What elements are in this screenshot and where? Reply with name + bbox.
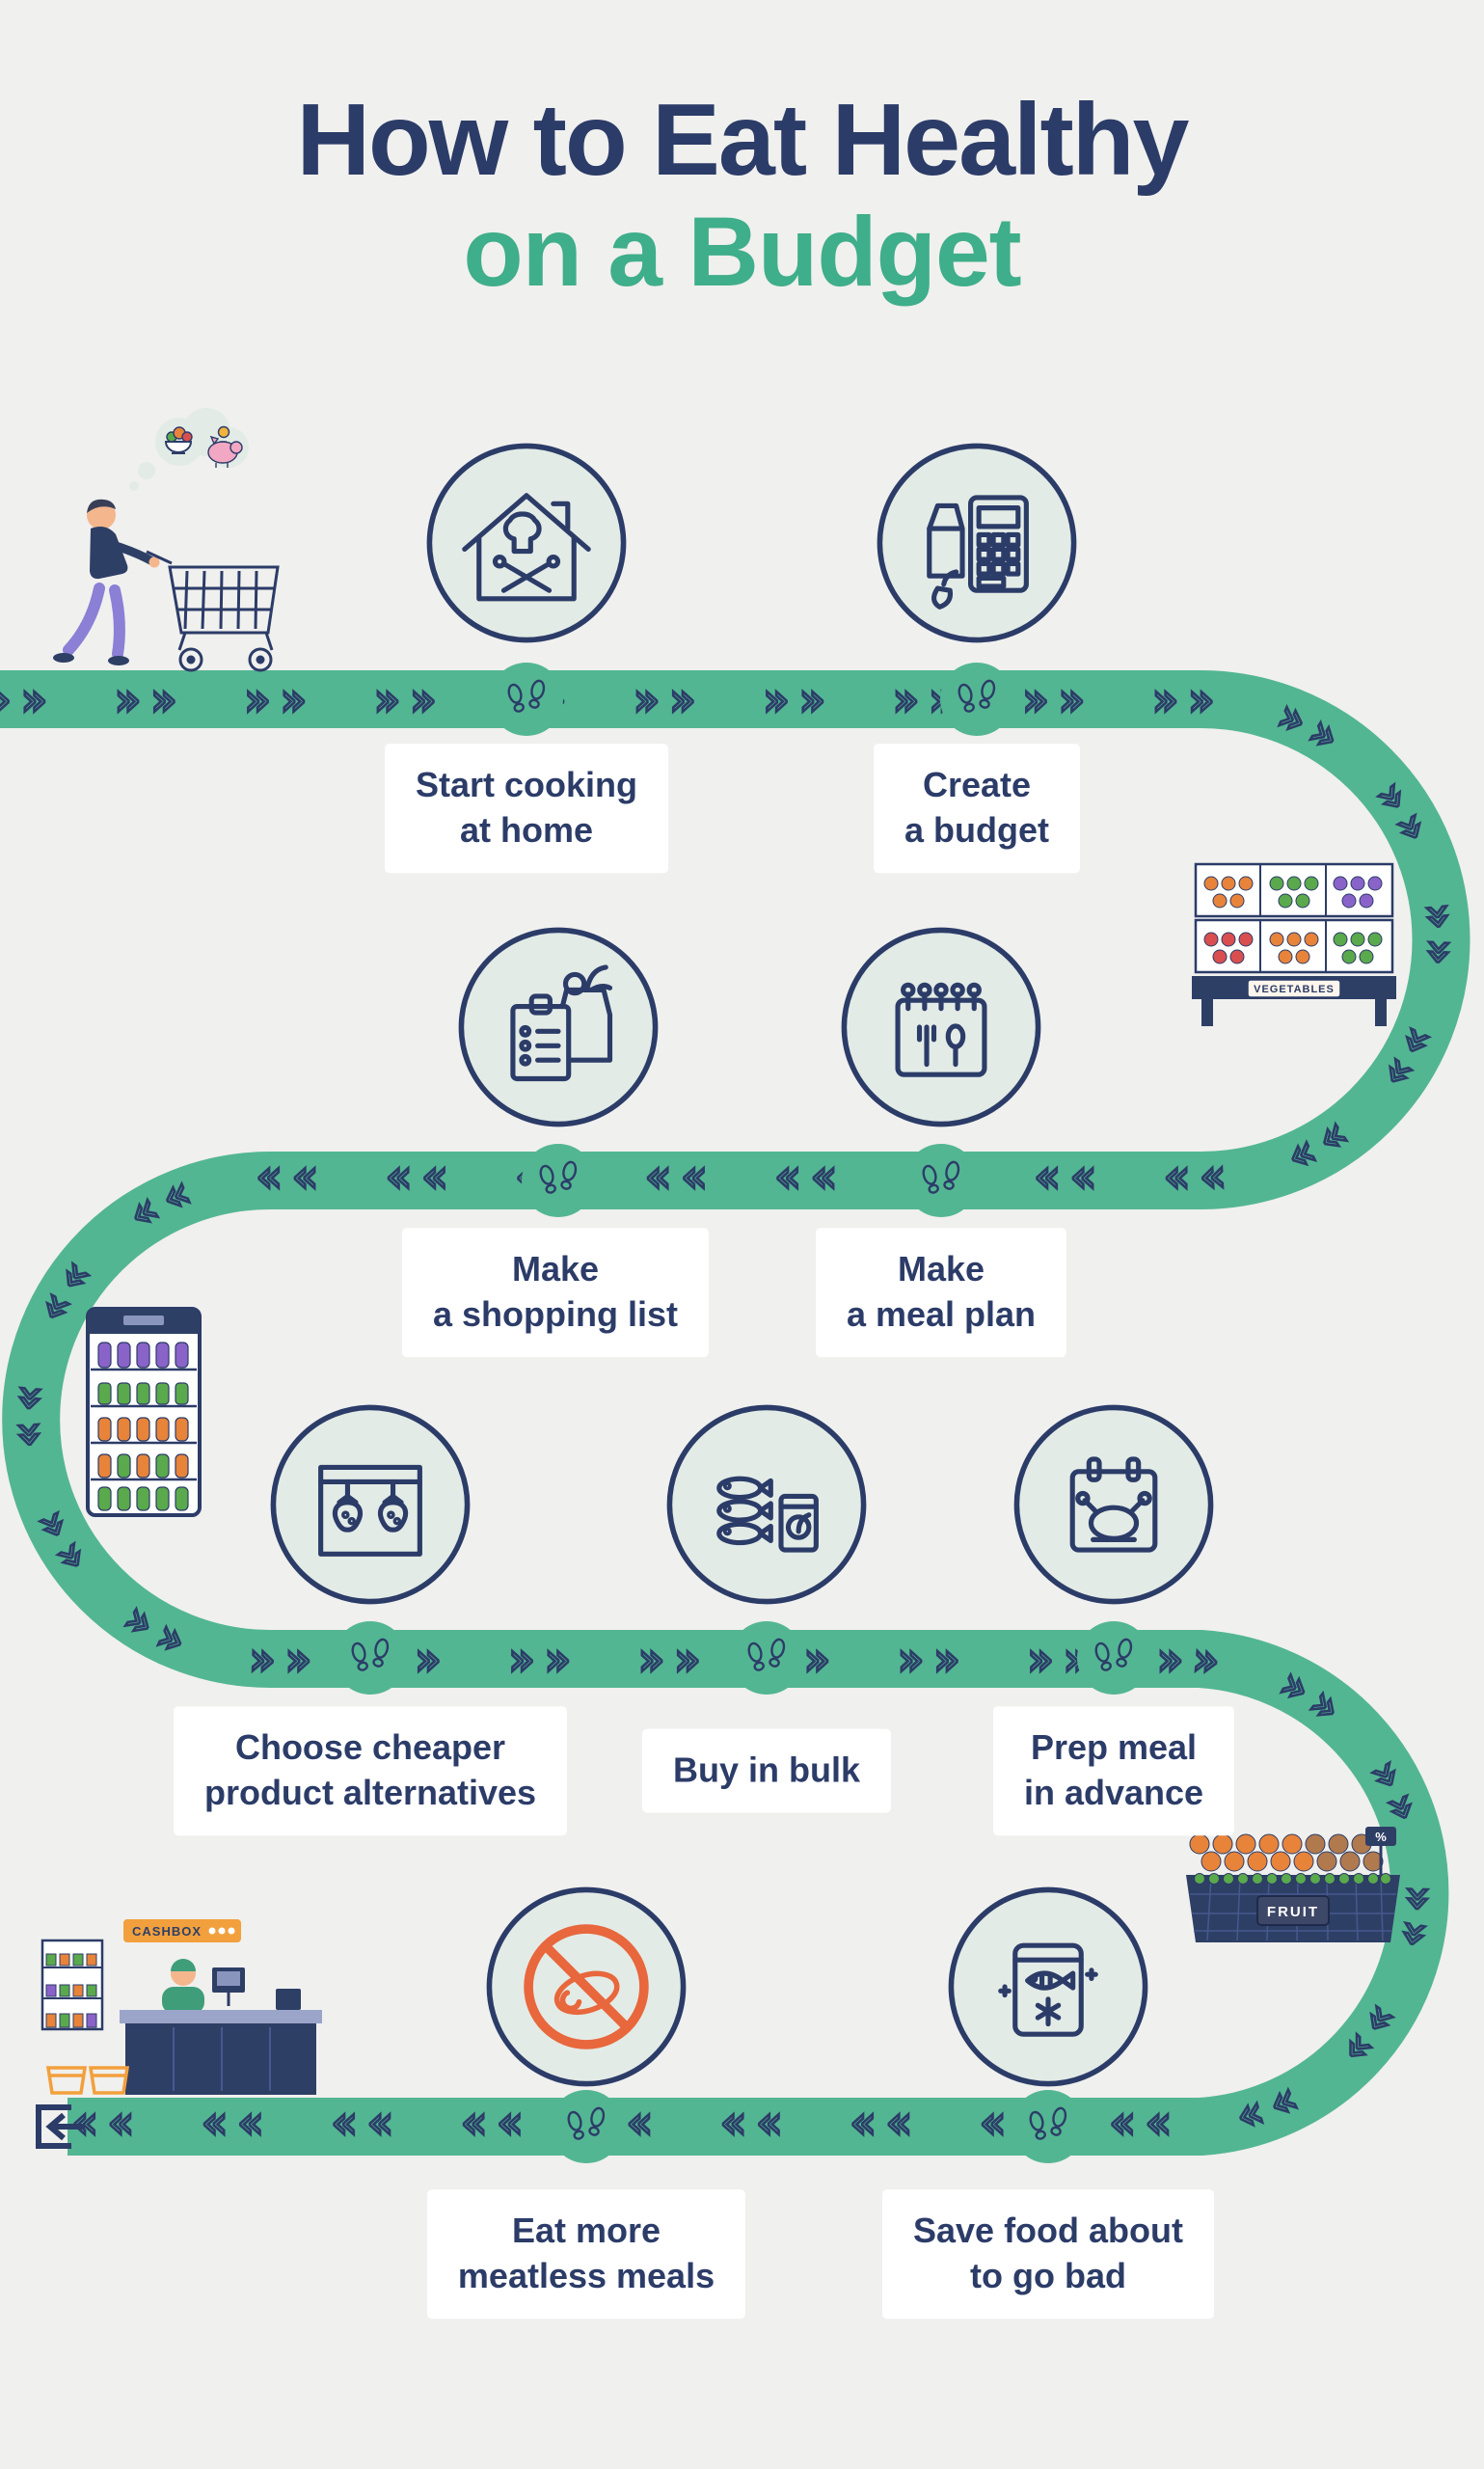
strawberries-price-compare-icon bbox=[267, 1401, 473, 1608]
footsteps-node bbox=[549, 2089, 624, 2164]
shopper-cart-illustration bbox=[25, 397, 324, 696]
step-label-start-cooking-at-home: Start cooking at home bbox=[384, 744, 669, 873]
step-label-buy-in-bulk: Buy in bulk bbox=[641, 1728, 892, 1813]
house-chef-icon bbox=[423, 440, 630, 646]
exit-arrow-icon bbox=[27, 2100, 91, 2154]
discount-sign-label: % bbox=[1375, 1830, 1387, 1844]
stacked-fish-bulk-bag-icon bbox=[663, 1401, 870, 1608]
cashbox-sign-label: CASHBOX bbox=[132, 1924, 202, 1939]
title-line-1: How to Eat Healthy bbox=[296, 83, 1189, 197]
footsteps-node bbox=[939, 662, 1014, 737]
cashbox-counter-illustration: CASHBOX bbox=[39, 1913, 337, 2114]
fruit-sign-label: FRUIT bbox=[1267, 1904, 1319, 1920]
drinks-fridge-illustration bbox=[85, 1306, 202, 1518]
step-label-create-a-budget: Create a budget bbox=[874, 744, 1080, 873]
thought-bubble bbox=[129, 408, 249, 491]
calendar-cutlery-icon bbox=[838, 924, 1044, 1130]
footsteps-node bbox=[904, 1143, 979, 1218]
step-label-save-food-about-to-go-bad: Save food about to go bad bbox=[881, 2189, 1215, 2319]
step-label-make-a-shopping-list: Make a shopping list bbox=[401, 1228, 710, 1357]
footsteps-node bbox=[521, 1143, 596, 1218]
footsteps-node bbox=[489, 662, 564, 737]
title-line-2: on a Budget bbox=[463, 196, 1021, 307]
footsteps-node bbox=[1011, 2089, 1086, 2164]
shopping-bag-checklist-icon bbox=[455, 924, 661, 1130]
shopping-baskets bbox=[45, 2066, 130, 2095]
calendar-roast-turkey-icon bbox=[1011, 1401, 1217, 1608]
route-ribbon bbox=[0, 670, 1471, 2156]
shopping-cart bbox=[146, 550, 280, 672]
frozen-fish-pack-icon bbox=[945, 1884, 1151, 2090]
footsteps-node bbox=[729, 1620, 804, 1696]
vegetables-sign-label: VEGETABLES bbox=[1254, 984, 1335, 995]
fruit-stand-illustration: % FRUIT bbox=[1178, 1825, 1408, 1971]
shopper bbox=[53, 499, 160, 665]
cashier bbox=[162, 1959, 204, 2014]
piggy-bank bbox=[207, 425, 243, 468]
page-title: How to Eat Healthy on a Budget bbox=[0, 83, 1484, 306]
vegetable-stand-illustration: VEGETABLES bbox=[1192, 860, 1396, 1030]
footsteps-node bbox=[333, 1620, 408, 1696]
groceries-calculator-icon bbox=[874, 440, 1080, 646]
footsteps-node bbox=[1076, 1620, 1151, 1696]
step-label-eat-more-meatless-meals: Eat more meatless meals bbox=[426, 2189, 746, 2319]
step-label-make-a-meal-plan: Make a meal plan bbox=[815, 1228, 1067, 1357]
step-label-choose-cheaper-product-alternatives: Choose cheaper product alternatives bbox=[173, 1706, 568, 1835]
step-label-prep-meal-in-advance: Prep meal in advance bbox=[992, 1706, 1235, 1835]
no-meat-icon bbox=[483, 1884, 689, 2090]
